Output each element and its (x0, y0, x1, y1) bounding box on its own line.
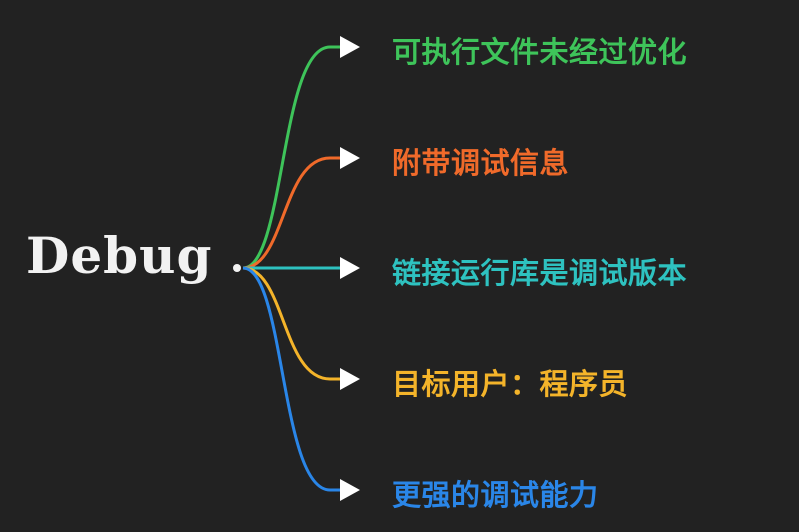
branch-connector-2 (242, 156, 342, 270)
branch-label-1: 可执行文件未经过优化 (392, 35, 688, 69)
branch-connector-1 (242, 45, 342, 270)
branch-label-2: 附带调试信息 (392, 146, 570, 180)
root-node-label: Debug (26, 226, 213, 285)
branch-arrow-1 (340, 36, 360, 58)
branch-label-3: 链接运行库是调试版本 (392, 256, 688, 290)
branch-label-5: 更强的调试能力 (392, 478, 599, 512)
branch-arrow-5 (340, 479, 360, 501)
branch-connector-5 (242, 266, 342, 492)
branch-arrow-4 (340, 368, 360, 390)
branch-arrow-3 (340, 257, 360, 279)
branch-label-4: 目标用户：程序员 (392, 367, 629, 401)
branch-connector-4 (242, 266, 342, 381)
branch-arrow-2 (340, 147, 360, 169)
root-node-dot (233, 264, 241, 272)
